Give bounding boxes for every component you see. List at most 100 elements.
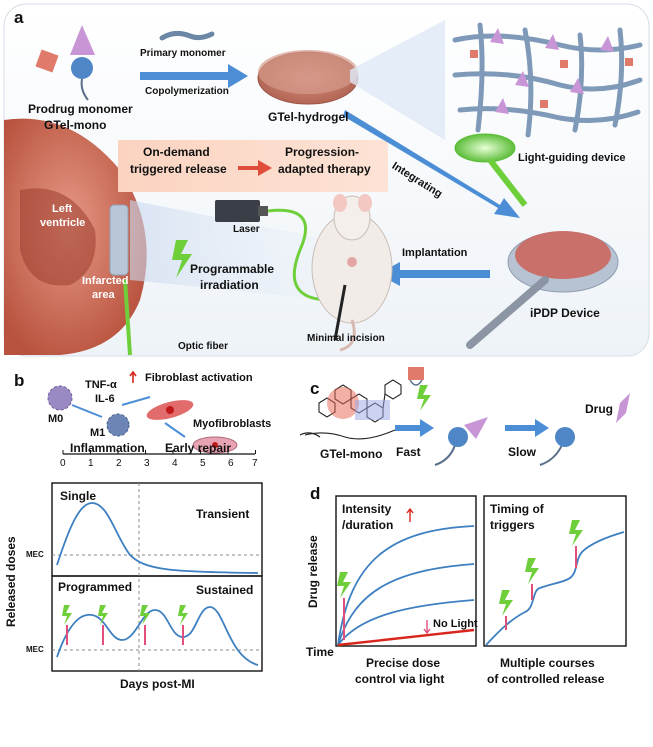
primary-monomer-label: Primary monomer xyxy=(140,48,226,59)
copolymerization-label: Copolymerization xyxy=(145,86,229,97)
sustained-label: Sustained xyxy=(196,583,254,597)
panel-a-letter: a xyxy=(14,8,24,27)
m1-label: M1 xyxy=(90,427,106,439)
x-axis-ticks xyxy=(62,450,256,454)
intermediate-icon xyxy=(434,417,488,466)
fast-arrow xyxy=(395,419,434,437)
panel-c-letter: c xyxy=(310,379,320,398)
programmed-label: Programmed xyxy=(58,580,133,594)
plot-frame-multiple-courses xyxy=(483,495,627,647)
primary-monomer-icon xyxy=(159,30,215,41)
light-guiding-device xyxy=(454,133,516,163)
optic-fiber-label: Optic fiber xyxy=(178,341,229,352)
implantation-label: Implantation xyxy=(402,247,468,259)
activation-arrow xyxy=(121,396,151,406)
prodrug-monomer-label: Prodrug monomer xyxy=(28,102,133,116)
panel-d-letter: d xyxy=(310,484,321,503)
infarcted-label-1: Infarcted xyxy=(82,275,129,287)
left-ventricle-label-1: Left xyxy=(52,203,73,215)
implant-patch xyxy=(109,204,129,276)
m0-label: M0 xyxy=(48,413,64,425)
programmable-label-2: irradiation xyxy=(200,278,259,292)
rat-illustration xyxy=(311,194,393,352)
x-tick-label: 2 xyxy=(116,458,122,469)
y-axis-label: Released doses xyxy=(4,536,18,627)
plot-frame-dose-control xyxy=(335,495,477,647)
x-tick-label: 7 xyxy=(252,458,258,469)
copolymerization-arrow xyxy=(140,64,248,88)
gtel-mono-label-a: GTel-mono xyxy=(44,118,107,132)
m1-cell-icon xyxy=(106,413,130,437)
drug-triangles xyxy=(490,28,614,114)
m0-to-m1-arrow xyxy=(71,404,103,418)
early-repair-label: Early repair xyxy=(165,441,232,455)
x-tick-label: 1 xyxy=(88,458,94,469)
light-guide-fiber xyxy=(487,158,528,207)
timing-label-1: Timing of xyxy=(490,502,544,516)
d-trigger-lines xyxy=(343,546,577,640)
single-label: Single xyxy=(60,489,97,503)
programmed-dose-curve xyxy=(56,606,259,666)
x-tick-label: 5 xyxy=(200,458,206,469)
il6-label: IL-6 xyxy=(95,393,115,405)
release-curve-no-light xyxy=(337,628,475,647)
zoom-beam xyxy=(350,20,445,140)
panel-d-artwork xyxy=(335,495,627,647)
prodrug-monomer-icon xyxy=(35,25,95,101)
no-light-arrow xyxy=(423,620,431,635)
caption-dose-control-1: Precise dose xyxy=(366,656,441,670)
progression-label-1: Progression- xyxy=(285,145,360,159)
ipdp-label: iPDP Device xyxy=(530,306,600,320)
plot-frame-programmed xyxy=(51,575,263,672)
release-curve-low xyxy=(337,599,475,646)
single-dose-curve xyxy=(56,502,259,574)
light-beam xyxy=(130,200,330,300)
minimal-incision-label: Minimal incision xyxy=(307,333,385,344)
panel-b-letter: b xyxy=(14,371,25,390)
caption-multiple-courses-2: of controlled release xyxy=(487,672,605,686)
panel-a-artwork xyxy=(3,3,650,357)
left-ventricle-cavity xyxy=(20,188,96,286)
release-curve-mid xyxy=(337,563,475,646)
gtel-hydrogel-label: GTel-hydrogel xyxy=(268,110,349,124)
slow-arrow xyxy=(505,419,549,437)
gtel-mono-molecule xyxy=(300,432,321,438)
optic-fiber-line xyxy=(123,279,132,356)
gtel-mono-label-c: GTel-mono xyxy=(320,447,383,461)
myofibroblast-arrow xyxy=(164,422,186,438)
x-tick-label: 0 xyxy=(60,458,66,469)
panel-d: d Intensity /duration Drug release No Li… xyxy=(300,480,653,747)
fibroblast-activation-label: Fibroblast activation xyxy=(145,372,253,384)
intensity-up-arrow xyxy=(406,507,414,522)
intensity-label-1: Intensity xyxy=(342,502,392,516)
tnf-up-arrow xyxy=(129,370,137,383)
product-icon xyxy=(539,427,575,466)
slow-label: Slow xyxy=(508,445,537,459)
light-trigger-icons xyxy=(62,605,188,625)
laser-label: Laser xyxy=(233,224,260,235)
fast-label: Fast xyxy=(396,445,421,459)
infarcted-label-2: area xyxy=(92,289,115,301)
panel-b: b TNF-α IL-6 Fibroblast activation Myofi… xyxy=(0,365,300,747)
time-label: Time xyxy=(306,645,334,659)
panel-a: a Prodrug monomer GTel-mono Primary mono… xyxy=(0,0,653,365)
no-light-label: No Light xyxy=(433,618,478,630)
myofibroblasts-label: Myofibroblasts xyxy=(193,418,272,430)
light-guiding-label: Light-guiding device xyxy=(518,152,626,164)
x-tick-label: 3 xyxy=(144,458,150,469)
programmable-label-1: Programmable xyxy=(190,262,275,276)
laser-device xyxy=(215,200,260,222)
ipdp-fiber xyxy=(466,276,549,349)
progression-label-2: adapted therapy xyxy=(278,162,371,176)
caption-dose-control-2: control via light xyxy=(355,672,445,686)
concept-arrow xyxy=(238,160,272,176)
polymer-network-illustration xyxy=(452,22,643,138)
lightning-icon xyxy=(172,240,192,278)
drug-square-icon xyxy=(408,367,424,380)
mec-label-single: MEC xyxy=(26,550,44,559)
x-axis-label: Days post-MI xyxy=(120,677,195,691)
caption-multiple-courses-1: Multiple courses xyxy=(500,656,595,670)
stepwise-release-curve xyxy=(485,531,625,646)
d-lightning-icons xyxy=(337,520,583,616)
x-tick-label: 6 xyxy=(228,458,234,469)
